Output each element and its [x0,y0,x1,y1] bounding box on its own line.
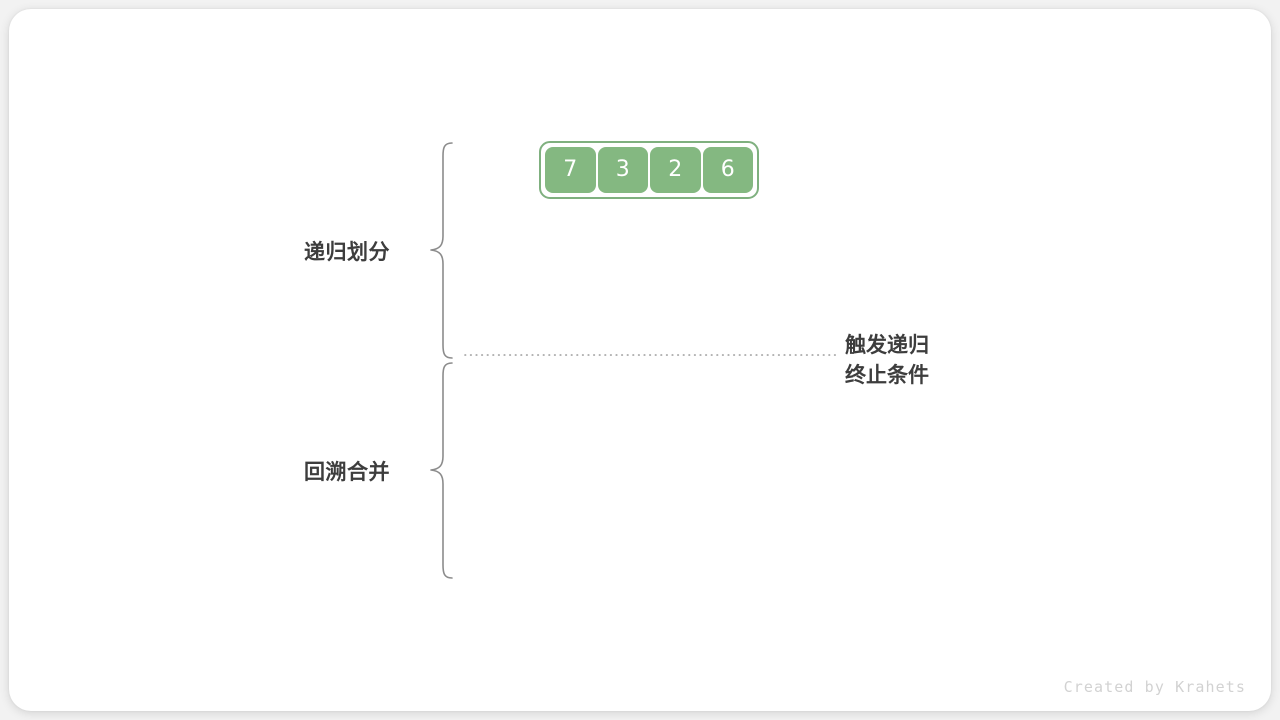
annotation-line-1: 触发递归 [845,333,929,357]
array-cell: 3 [597,147,648,193]
array-cell: 6 [702,147,753,193]
phase-label-merge: 回溯合并 [304,460,390,484]
recursion-terminate-annotation: 触发递归 终止条件 [845,330,929,390]
watermark-credit: Created by Krahets [1063,678,1246,696]
phase-label-divide: 递归划分 [304,240,390,264]
divide-brace-icon [430,142,453,359]
merge-brace-icon [430,362,453,579]
input-array: 7 3 2 6 [539,141,759,199]
annotation-line-2: 终止条件 [845,363,929,387]
diagram-card [9,9,1271,711]
array-cell: 7 [545,147,596,193]
array-cell: 2 [650,147,701,193]
